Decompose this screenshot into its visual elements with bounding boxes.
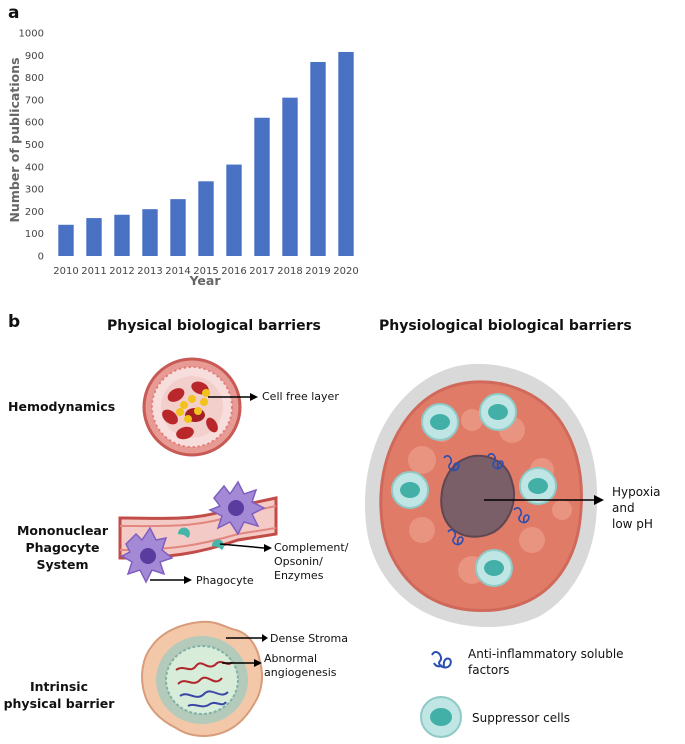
bar-2011 <box>86 218 102 256</box>
y-tick-label: 700 <box>25 95 44 106</box>
phagocyte-cell-right <box>208 480 266 536</box>
bar-2020 <box>338 51 354 256</box>
bar-2015 <box>198 181 214 256</box>
row-label-intrinsic: Intrinsic physical barrier <box>3 679 115 711</box>
row-label-hemodynamics: Hemodynamics <box>8 399 116 414</box>
abnormal-angiogenesis-label: Abnormal angiogenesis <box>264 652 337 679</box>
x-tick-label: 2010 <box>53 266 78 277</box>
x-tick-label: 2012 <box>109 266 134 277</box>
dense-stroma-label: Dense Stroma <box>270 632 348 645</box>
y-axis-label: Number of publications <box>7 57 22 222</box>
panel-b-letter: b <box>8 312 21 332</box>
x-tick-label: 2018 <box>277 266 302 277</box>
y-ticks-group: 0 100 200 300 400 500 600 700 800 900 1000 <box>19 29 44 263</box>
panel-a-letter: a <box>8 3 20 23</box>
bar-2013 <box>142 209 158 256</box>
y-tick-label: 900 <box>25 51 44 62</box>
x-tick-label: 2020 <box>333 266 358 277</box>
x-tick-label: 2017 <box>249 266 274 277</box>
x-tick-label: 2016 <box>221 266 246 277</box>
y-tick-label: 300 <box>25 185 44 196</box>
y-tick-label: 500 <box>25 140 44 151</box>
row-label-mps: Mononuclear Phagocyte System <box>16 523 109 572</box>
y-tick-label: 100 <box>25 229 44 240</box>
phagocyte-cell-left <box>120 526 174 584</box>
y-tick-label: 200 <box>25 207 44 218</box>
angiogenesis-arrow <box>222 659 262 667</box>
cell-free-layer-label: Cell free layer <box>262 390 339 403</box>
x-tick-label: 2019 <box>305 266 330 277</box>
x-tick-label: 2015 <box>193 266 218 277</box>
bar-2017 <box>254 117 270 257</box>
y-tick-label: 400 <box>25 162 44 173</box>
physiological-barriers-title: Physiological biological barriers <box>379 318 632 334</box>
soluble-factor-icon <box>431 651 452 669</box>
vessel-cross-section-illustration <box>142 357 258 457</box>
phagocyte-label: Phagocyte <box>196 574 254 587</box>
bar-2018 <box>282 97 298 256</box>
bar-2019 <box>310 61 326 256</box>
complement-label: Complement/ Opsonin/ Enzymes <box>274 541 349 582</box>
bar-2010 <box>58 224 74 256</box>
x-tick-label: 2013 <box>137 266 162 277</box>
legend-suppressor-cells: Suppressor cells <box>472 711 571 725</box>
bars-group <box>58 51 354 257</box>
tumor-stroma-illustration <box>141 620 268 737</box>
x-axis-label: Year <box>189 273 222 288</box>
suppressor-cells-group <box>391 393 557 587</box>
bar-2014 <box>170 199 186 256</box>
y-tick-label: 1000 <box>19 29 44 40</box>
x-tick-label: 2014 <box>165 266 190 277</box>
soluble-factors-group <box>443 453 530 546</box>
y-tick-label: 600 <box>25 118 44 129</box>
bar-2016 <box>226 164 242 256</box>
hypoxia-arrowhead <box>594 495 604 505</box>
hypoxia-label: Hypoxia and low pH <box>612 485 661 531</box>
suppressor-cell-icon <box>420 696 462 738</box>
physical-barriers-title: Physical biological barriers <box>107 318 321 334</box>
x-tick-label: 2011 <box>81 266 106 277</box>
bar-2012 <box>114 214 130 256</box>
phagocyte-vessel-illustration <box>118 480 278 584</box>
legend-soluble-factors: Anti-inflammatory soluble factors <box>468 647 624 677</box>
tumor-microenvironment-illustration <box>365 363 598 628</box>
y-tick-label: 0 <box>38 252 44 263</box>
y-tick-label: 800 <box>25 73 44 84</box>
